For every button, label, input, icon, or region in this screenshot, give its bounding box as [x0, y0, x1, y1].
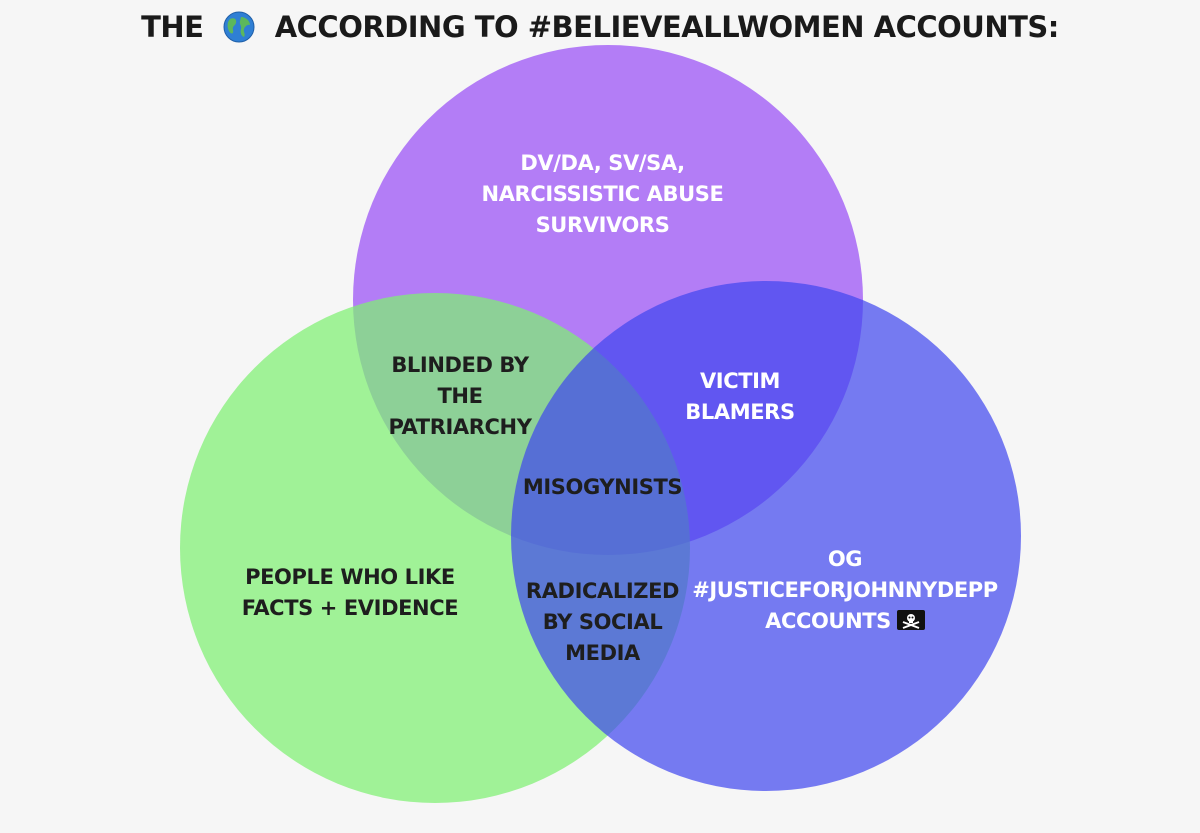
title-prefix: THE: [141, 10, 204, 44]
label-justice-for-johnny-depp: OG #JUSTICEFORJOHNNYDEPP ACCOUNTS: [680, 544, 1010, 637]
label-blinded-by-patriarchy: BLINDED BY THE PATRIARCHY: [388, 353, 532, 439]
label-radicalized-by-social-media: RADICALIZED BY SOCIAL MEDIA: [525, 579, 680, 665]
pirate-flag-icon: [896, 610, 925, 630]
title-suffix: ACCORDING TO #BELIEVEALLWOMEN ACCOUNTS:: [274, 10, 1060, 44]
circle-justice-for-johnny-depp: [511, 281, 1021, 791]
label-facts-evidence: PEOPLE WHO LIKE FACTS + EVIDENCE: [241, 565, 459, 620]
label-victim-blamers: VICTIM BLAMERS: [685, 369, 795, 424]
page-title: THE ACCORDING TO #BELIEVEALLWOMEN ACCOUN…: [0, 10, 1200, 44]
label-justice-text: OG #JUSTICEFORJOHNNYDEPP ACCOUNTS: [692, 547, 998, 633]
label-misogynists: MISOGYNISTS: [522, 475, 683, 499]
label-survivors: DV/DA, SV/SA, NARCISSISTIC ABUSE SURVIVO…: [481, 151, 724, 237]
globe-icon: [223, 11, 255, 43]
